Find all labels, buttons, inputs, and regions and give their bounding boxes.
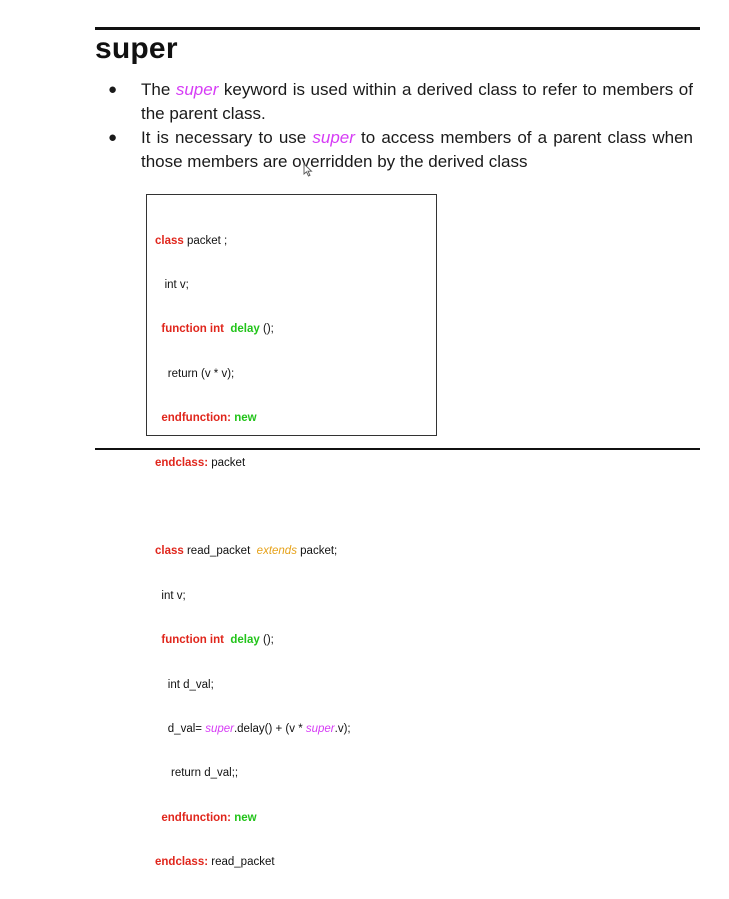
code-line: endclass: read_packet (155, 856, 275, 869)
code-listing: class packet ; int v; function int delay… (155, 204, 351, 899)
bullet-text-before: It is necessary to use (141, 128, 313, 147)
code-line: return d_val;; (170, 767, 239, 780)
code-line: d_val= super.delay() + (v * super.v); (167, 722, 351, 735)
code-block: class packet ; int v; function int delay… (146, 194, 437, 868)
bullet-item: ● The super keyword is used within a der… (108, 78, 693, 126)
bottom-rule (95, 448, 700, 450)
bullet-text-before: The (141, 80, 176, 99)
slide-title: super (95, 32, 178, 65)
code-line: endclass: packet (155, 456, 246, 469)
code-line: function int delay (); (161, 323, 274, 336)
bullet-dot-icon: ● (108, 129, 118, 146)
bullet-dot-icon: ● (108, 81, 118, 98)
code-line: function int delay (); (161, 634, 274, 647)
code-line: int v; (161, 589, 186, 602)
bullet-item: ● It is necessary to use super to access… (108, 126, 693, 174)
code-line: int d_val; (167, 678, 214, 691)
bullet-list: ● The super keyword is used within a der… (108, 78, 693, 174)
mouse-pointer-icon (303, 163, 313, 177)
code-line: int v; (164, 278, 189, 291)
code-line: endfunction: new (161, 811, 257, 824)
top-rule (95, 27, 700, 30)
code-line: return (v * v); (167, 367, 235, 380)
code-line: class read_packet extends packet; (155, 545, 338, 558)
code-line-blank (155, 500, 351, 515)
bullet-text-after: to access members of a parent class when… (141, 128, 694, 171)
bullet-text-after: keyword is used within a derived class t… (141, 80, 693, 123)
code-line: endfunction: new (161, 412, 257, 425)
super-keyword: super (312, 128, 355, 147)
code-line: class packet ; (155, 234, 228, 247)
super-keyword: super (175, 80, 219, 99)
